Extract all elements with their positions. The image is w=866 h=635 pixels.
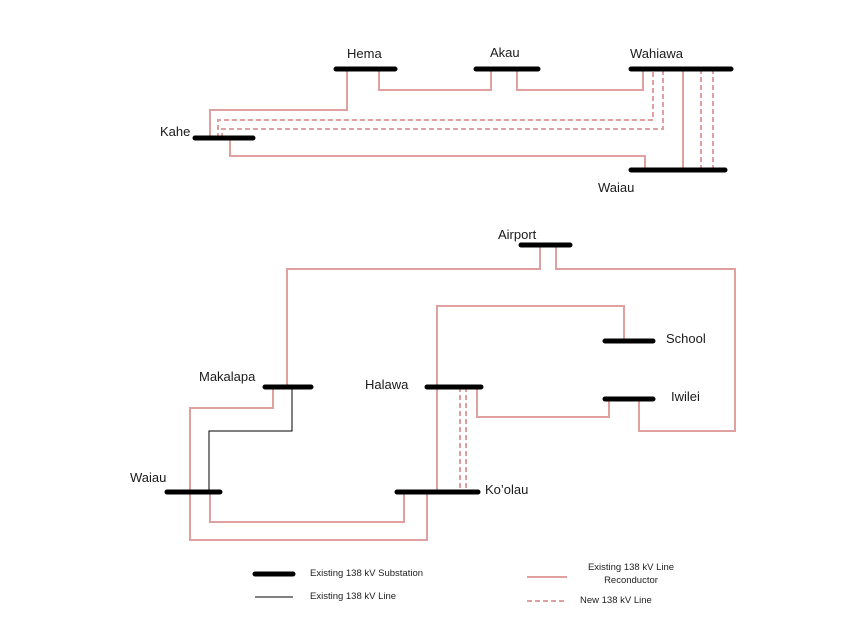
line-hema-akau <box>378 69 492 91</box>
label-waiau-top: Waiau <box>598 180 635 195</box>
label-makalapa: Makalapa <box>199 369 256 384</box>
line-airport-iwilei <box>555 245 736 432</box>
label-iwilei: Iwilei <box>671 389 700 404</box>
label-airport: Airport <box>498 227 537 242</box>
label-hema: Hema <box>347 46 382 61</box>
line-makalapa-koolau <box>189 387 428 541</box>
label-halawa: Halawa <box>365 377 409 392</box>
new-line-kahe-wahiawa-1 <box>217 69 654 138</box>
label-koolau: Ko’olau <box>485 482 529 497</box>
legend-substation-text: Existing 138 kV Substation <box>310 568 424 579</box>
line-koolau-school <box>436 305 625 492</box>
label-akau: Akau <box>490 45 520 60</box>
legend-reconductor-text-2: Reconductor <box>604 575 658 586</box>
legend-new-line-text: New 138 kV Line <box>580 595 652 606</box>
line-waiau-koolau <box>209 492 405 523</box>
legend-reconductor-text-1: Existing 138 kV Line <box>587 562 675 573</box>
legend-symbols <box>252 571 567 602</box>
substation-buses <box>164 66 734 495</box>
transmission-lines <box>189 69 736 541</box>
existing-line-makalapa-waiau <box>208 387 293 492</box>
label-waiau-bottom: Waiau <box>130 470 167 485</box>
label-school: School <box>666 331 706 346</box>
label-kahe: Kahe <box>160 124 191 139</box>
line-kahe-waiau <box>229 138 646 170</box>
line-makalapa-airport <box>286 245 541 387</box>
new-line-kahe-wahiawa-2 <box>221 69 664 138</box>
legend-existing-line-text: Existing 138 kV Line <box>310 591 397 602</box>
line-akau-wahiawa <box>516 69 644 91</box>
label-wahiawa: Wahiawa <box>630 46 683 61</box>
line-halawa-iwilei <box>476 387 610 418</box>
line-kahe-hema <box>209 69 348 138</box>
